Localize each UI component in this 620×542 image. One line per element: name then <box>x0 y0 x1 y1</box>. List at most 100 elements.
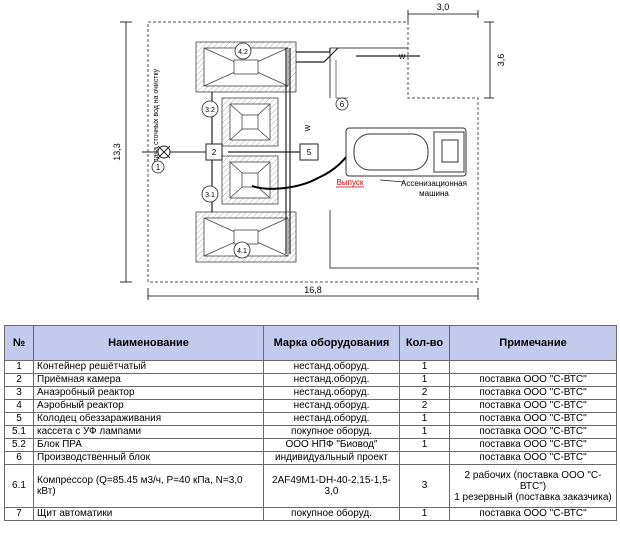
cell-brand: нестанд.оборуд. <box>263 399 400 413</box>
equipment-table: № Наименование Марка оборудования Кол-во… <box>4 325 617 521</box>
receiving-chamber <box>205 143 223 161</box>
cell-name: Приёмная камера <box>33 373 264 387</box>
marker-3-2: 3.2 <box>201 100 219 118</box>
w-mark-2: W <box>305 124 312 131</box>
site-plan-drawing: 3,0 3,6 16,8 13,3 <box>112 2 506 300</box>
cell-qty <box>399 451 450 465</box>
cell-num: 1 <box>4 360 34 374</box>
cell-brand: нестанд.оборуд. <box>263 386 400 400</box>
svg-text:4.1: 4.1 <box>237 248 247 255</box>
uv-well <box>299 143 319 161</box>
svg-text:3.2: 3.2 <box>205 107 215 114</box>
cell-qty: 1 <box>399 438 450 452</box>
cell-note: поставка ООО "С-ВТС" <box>449 412 617 426</box>
cell-brand: покупное оборуд. <box>263 425 400 439</box>
header-num: № <box>4 325 34 361</box>
machine-label-2: машина <box>419 189 449 198</box>
cell-qty: 1 <box>399 412 450 426</box>
table-row: 5 Колодец обеззараживания нестанд.оборуд… <box>4 412 617 426</box>
svg-text:3.1: 3.1 <box>205 192 215 199</box>
cell-num: 5.2 <box>4 438 34 452</box>
inlet-label: Подача сточных вод на очистку <box>153 68 160 171</box>
table-row: 5.1 кассета с УФ лампами покупное оборуд… <box>4 425 617 439</box>
table-row: 1 Контейнер решётчатый нестанд.оборуд. 1 <box>4 360 617 374</box>
table-row: 2 Приёмная камера нестанд.оборуд. 1 пост… <box>4 373 617 387</box>
cell-name: Производственный блок <box>33 451 264 465</box>
table-row: 7 Щит автоматики покупное оборуд. 1 пост… <box>4 507 617 521</box>
cell-brand: ООО НПФ "Биовод" <box>263 438 400 452</box>
table-row: 3 Анаэробный реактор нестанд.оборуд. 2 п… <box>4 386 617 400</box>
cell-brand: 2AF49M1-DH-40-2,15-1,5-3,0 <box>263 464 400 508</box>
cell-note <box>449 360 617 374</box>
table-header: № Наименование Марка оборудования Кол-во… <box>4 325 617 361</box>
marker-3-1: 3.1 <box>201 185 219 203</box>
cell-qty: 2 <box>399 386 450 400</box>
cell-name: Компрессор (Q=85.45 м3/ч, Р=40 кПа, N=3,… <box>33 464 264 508</box>
table-row: 5.2 Блок ПРА ООО НПФ "Биовод" 1 поставка… <box>4 438 617 452</box>
marker-4-1: 4.1 <box>233 241 251 259</box>
cell-note: 2 рабочих (поставка ООО "С-ВТС") 1 резер… <box>449 464 617 508</box>
cell-qty: 1 <box>399 360 450 374</box>
cell-qty: 1 <box>399 425 450 439</box>
marker-1: 1 <box>151 160 165 174</box>
header-note: Примечание <box>449 325 617 361</box>
cell-num: 5.1 <box>4 425 34 439</box>
table-row: 6.1 Компрессор (Q=85.45 м3/ч, Р=40 кПа, … <box>4 464 617 508</box>
reactor-3-2 <box>221 97 279 147</box>
cell-note: поставка ООО "С-ВТС" <box>449 507 617 521</box>
table-row: 4 Аэробный реактор нестанд.оборуд. 2 пос… <box>4 399 617 413</box>
cell-name: Щит автоматики <box>33 507 264 521</box>
header-name: Наименование <box>33 325 264 361</box>
dim-side-height: 3,6 <box>496 54 506 67</box>
cell-brand: индивидуальный проект <box>263 451 400 465</box>
cell-qty: 1 <box>399 373 450 387</box>
marker-5: 5 <box>307 148 312 157</box>
cell-name: кассета с УФ лампами <box>33 425 264 439</box>
machine-leader <box>379 179 405 183</box>
cell-brand: нестанд.оборуд. <box>263 412 400 426</box>
inlet-line <box>142 145 208 159</box>
cell-name: Контейнер решётчатый <box>33 360 264 374</box>
cell-name: Колодец обеззараживания <box>33 412 264 426</box>
reactor-3-1 <box>221 155 279 205</box>
dim-width-total: 16,8 <box>304 285 322 295</box>
cell-name: Анаэробный реактор <box>33 386 264 400</box>
dim-top-width: 3,0 <box>437 2 450 12</box>
svg-text:5: 5 <box>307 148 312 157</box>
cell-note: поставка ООО "С-ВТС" <box>449 399 617 413</box>
marker-6: 6 <box>335 97 349 111</box>
cell-qty: 3 <box>399 464 450 508</box>
cell-name: Блок ПРА <box>33 438 264 452</box>
discharge-pipe <box>251 149 353 190</box>
cell-brand: покупное оборуд. <box>263 507 400 521</box>
header-qty: Кол-во <box>399 325 450 361</box>
dimension-lines <box>120 10 494 300</box>
cell-num: 4 <box>4 399 34 413</box>
cell-num: 3 <box>4 386 34 400</box>
sewage-truck <box>345 127 467 177</box>
cell-num: 2 <box>4 373 34 387</box>
production-block <box>335 60 348 99</box>
svg-text:1: 1 <box>156 163 161 172</box>
cell-qty: 1 <box>399 507 450 521</box>
marker-4-2: 4.2 <box>234 42 252 60</box>
table-row: 6 Производственный блок индивидуальный п… <box>4 451 617 465</box>
cell-num: 6.1 <box>4 464 34 508</box>
cell-note: поставка ООО "С-ВТС" <box>449 451 617 465</box>
svg-text:4.2: 4.2 <box>238 49 248 56</box>
cell-note: поставка ООО "С-ВТС" <box>449 386 617 400</box>
marker-2: 2 <box>212 148 217 157</box>
cell-note: поставка ООО "С-ВТС" <box>449 425 617 439</box>
cell-num: 5 <box>4 412 34 426</box>
reactor-4-1 <box>195 211 297 263</box>
cell-qty: 2 <box>399 399 450 413</box>
cell-brand: нестанд.оборуд. <box>263 360 400 374</box>
svg-text:2: 2 <box>212 148 217 157</box>
outlet-label: Выпуск <box>337 178 364 187</box>
cell-note: поставка ООО "С-ВТС" <box>449 373 617 387</box>
machine-label-1: Ассенизационная <box>401 179 467 188</box>
pipelines <box>211 47 420 254</box>
cell-num: 7 <box>4 507 34 521</box>
w-mark: W <box>399 54 406 61</box>
cell-num: 6 <box>4 451 34 465</box>
